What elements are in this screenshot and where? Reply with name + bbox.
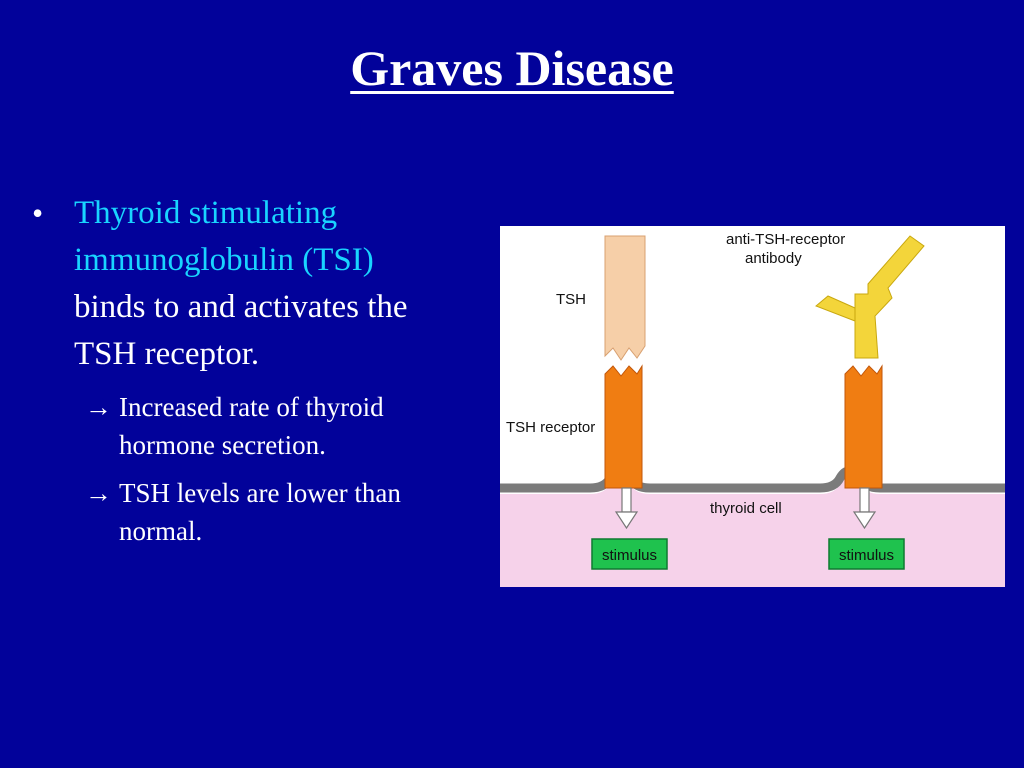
stimulus-box-left: [591, 538, 668, 570]
stimulus-box-right: [828, 538, 905, 570]
slide-title-text: Graves Disease: [350, 40, 674, 96]
antibody-label-line-2: antibody: [745, 250, 802, 267]
bullet-list: • Thyroid stimulating immunoglobulin (TS…: [32, 190, 492, 560]
sub-bullets: → Increased rate of thyroid hormone secr…: [85, 388, 492, 550]
sub-bullet-2: → TSH levels are lower than normal.: [85, 474, 492, 550]
bullet-dot: •: [32, 195, 44, 231]
tsh-receptor-left: [604, 364, 643, 489]
cell-membrane: [500, 466, 1005, 493]
main-bullet-text: Thyroid stimulating immunoglobulin (TSI)…: [74, 190, 408, 378]
sub-bullet-1-line-1: Increased rate of thyroid: [119, 392, 384, 422]
tsh-hormone: [604, 235, 646, 361]
sub-bullet-2-line-2: normal.: [119, 516, 203, 546]
stimulus-label-right: stimulus: [839, 547, 894, 564]
antibody-label-line-1: anti-TSH-receptor: [726, 231, 845, 248]
tsi-line-1: Thyroid stimulating: [74, 195, 338, 231]
tsi-line-2: immunoglobulin (TSI): [74, 242, 374, 278]
bullet-line-4: TSH receptor.: [74, 336, 260, 372]
thyroid-cell-cytoplasm: [500, 477, 1005, 587]
stimulus-arrow-right: [852, 487, 877, 530]
sub-bullet-2-text: TSH levels are lower than normal.: [119, 474, 401, 550]
tsh-receptor-label: TSH receptor: [506, 419, 595, 436]
tsh-receptor-diagram: stimulus stimulus anti-TSH-receptor anti…: [500, 226, 1005, 587]
thyroid-cell-label: thyroid cell: [710, 500, 782, 517]
main-bullet: • Thyroid stimulating immunoglobulin (TS…: [32, 190, 492, 378]
anti-tsh-receptor-antibody: [815, 235, 925, 359]
sub-bullet-1-text: Increased rate of thyroid hormone secret…: [119, 388, 384, 464]
sub-bullet-1: → Increased rate of thyroid hormone secr…: [85, 388, 492, 464]
diagram-svg: stimulus stimulus anti-TSH-receptor anti…: [500, 231, 1005, 587]
stimulus-label-left: stimulus: [602, 547, 657, 564]
tsh-receptor-right: [844, 364, 883, 489]
slide-title: Graves Disease: [0, 38, 1024, 98]
bullet-line-3: binds to and activates the: [74, 289, 408, 325]
stimulus-arrow-left: [614, 487, 639, 530]
sub-bullet-1-line-2: hormone secretion.: [119, 430, 326, 460]
arrow-right-icon: →: [85, 478, 112, 508]
arrow-right-icon: →: [85, 392, 112, 422]
tsh-label: TSH: [556, 291, 586, 308]
sub-bullet-2-line-1: TSH levels are lower than: [119, 478, 401, 508]
